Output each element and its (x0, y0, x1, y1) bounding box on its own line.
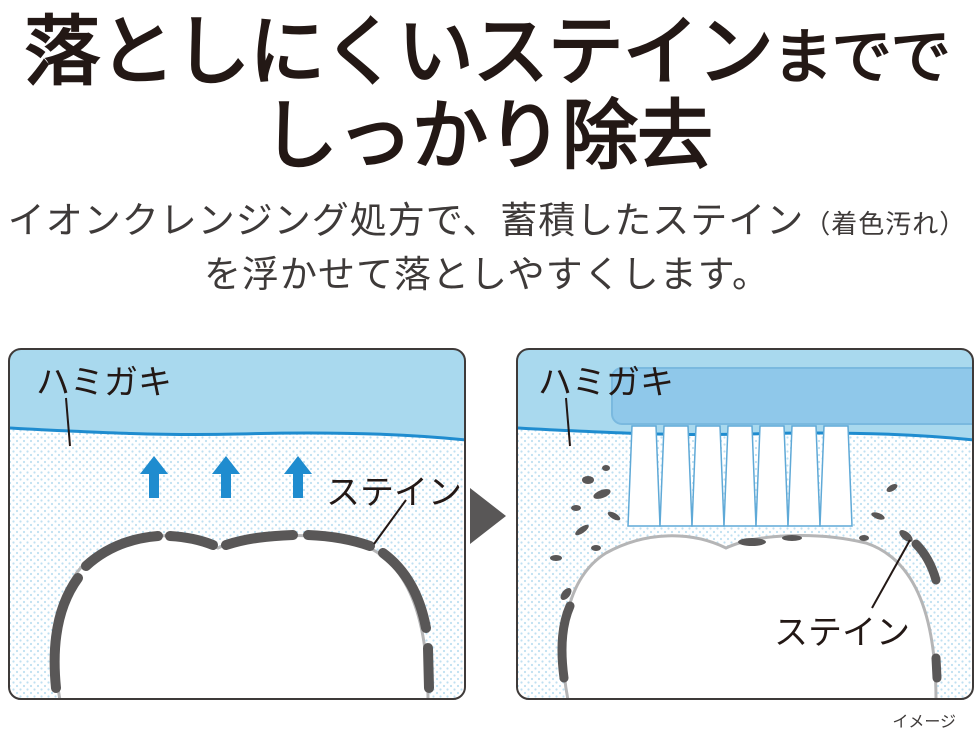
stain-leader-line (373, 499, 407, 545)
tooth (561, 534, 938, 699)
paste-leader-line (65, 397, 71, 447)
up-arrow-icon (212, 456, 240, 498)
paste-label: ハミガキ (538, 363, 674, 403)
next-arrow-icon (468, 486, 508, 550)
subline-line-1-paren: （着色汚れ） (804, 210, 967, 240)
after-brushing-illustration (516, 348, 974, 700)
subline-line-1-main: イオンクレンジング処方で、蓄積したステイン (7, 199, 805, 242)
after-brushing-panel: ハミガキ ステイン (516, 348, 974, 700)
stain-label: ステイン (774, 613, 910, 653)
toothpaste-surface-line (9, 426, 465, 442)
toothpaste-layer (9, 349, 465, 440)
toothbrush-bristles (627, 425, 853, 527)
panel-frame (516, 348, 974, 700)
headline-line-1-main: 落としにくいステイン (24, 7, 773, 96)
up-arrow-icon (140, 456, 168, 498)
headline-line-2: しっかり除去 (262, 91, 713, 180)
headline-line-1: 落としにくいステインまでで (0, 14, 974, 90)
tooth (53, 534, 430, 699)
subline-line-1: イオンクレンジング処方で、蓄積したステイン（着色汚れ） (0, 202, 974, 239)
before-brushing-illustration (8, 348, 466, 700)
remaining-stain (557, 539, 942, 683)
loosened-stain-particles (550, 465, 913, 600)
up-arrow-icon (284, 456, 312, 498)
toothbrush-head (611, 367, 973, 425)
headline-line-1-small: までで (772, 23, 951, 93)
before-brushing-panel: ハミガキ ステイン (8, 348, 466, 700)
paste-label: ハミガキ (36, 363, 172, 403)
image-caption: イメージ (892, 712, 956, 731)
stain-label: ステイン (326, 473, 462, 513)
panel-frame (8, 348, 466, 700)
toothbrush (611, 367, 973, 527)
stain-leader-line (871, 539, 911, 609)
stain-layer (49, 530, 434, 693)
subline-line-2: を浮かせて落としやすくします。 (204, 253, 770, 296)
float-up-arrows (140, 456, 312, 498)
paste-leader-line (565, 397, 571, 447)
